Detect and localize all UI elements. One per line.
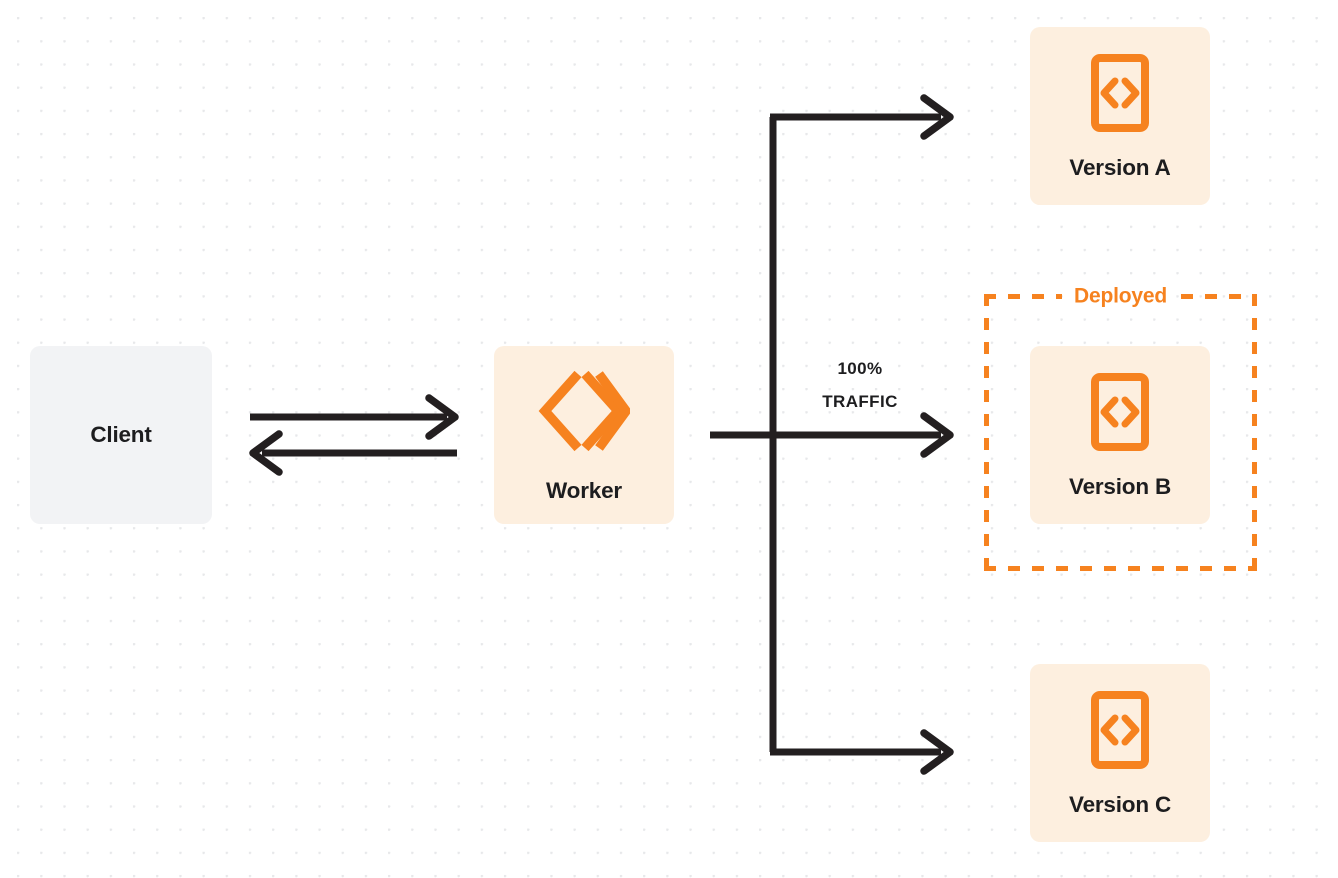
deployed-group-label: Deployed <box>1065 285 1176 307</box>
deployed-border-right <box>1252 294 1257 571</box>
edge-worker-to-version-c <box>770 729 954 775</box>
node-version-b-label: Version B <box>1069 473 1171 499</box>
traffic-label: 100% TRAFFIC <box>790 352 930 418</box>
edge-worker-to-version-a <box>770 94 954 140</box>
deployed-border-bottom <box>984 566 1257 571</box>
code-file-icon <box>1089 53 1151 133</box>
edge-client-to-worker <box>250 394 459 440</box>
deployed-group: Deployed <box>984 285 1257 571</box>
node-version-c[interactable]: Version C <box>1030 664 1210 842</box>
traffic-percent: 100% <box>837 359 883 378</box>
node-version-a-label: Version A <box>1069 154 1171 180</box>
code-file-icon <box>1089 690 1151 770</box>
deployed-border-left <box>984 294 989 571</box>
deployed-border-top-left <box>984 294 1062 299</box>
node-worker[interactable]: Worker <box>494 346 674 524</box>
node-client[interactable]: Client <box>30 346 212 524</box>
node-version-c-label: Version C <box>1069 791 1171 817</box>
traffic-unit: TRAFFIC <box>822 392 898 412</box>
node-worker-label: Worker <box>546 477 622 503</box>
node-version-a[interactable]: Version A <box>1030 27 1210 205</box>
cloudflare-workers-logo-icon <box>538 368 632 454</box>
deployed-border-top-right <box>1181 294 1257 299</box>
edge-worker-to-client <box>249 430 457 476</box>
edge-worker-to-version-b <box>710 412 954 458</box>
node-version-b[interactable]: Version B <box>1030 346 1210 524</box>
code-file-icon <box>1089 372 1151 452</box>
node-client-label: Client <box>90 421 152 447</box>
